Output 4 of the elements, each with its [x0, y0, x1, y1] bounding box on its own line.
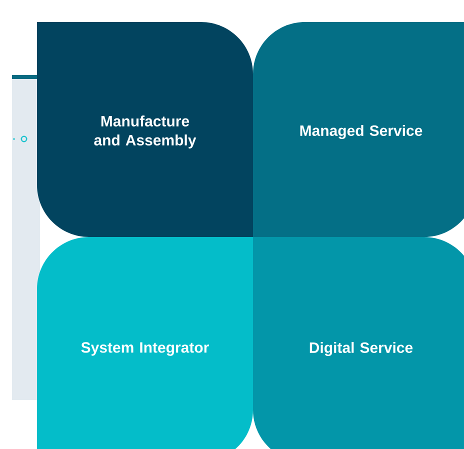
quadrant-tile: Managed Service [253, 22, 464, 237]
quadrant-tile: System Integrator [37, 237, 253, 449]
quadrant-tile: Manufacture and Assembly [37, 22, 253, 237]
quadrant-tile: Digital Service [253, 237, 464, 449]
